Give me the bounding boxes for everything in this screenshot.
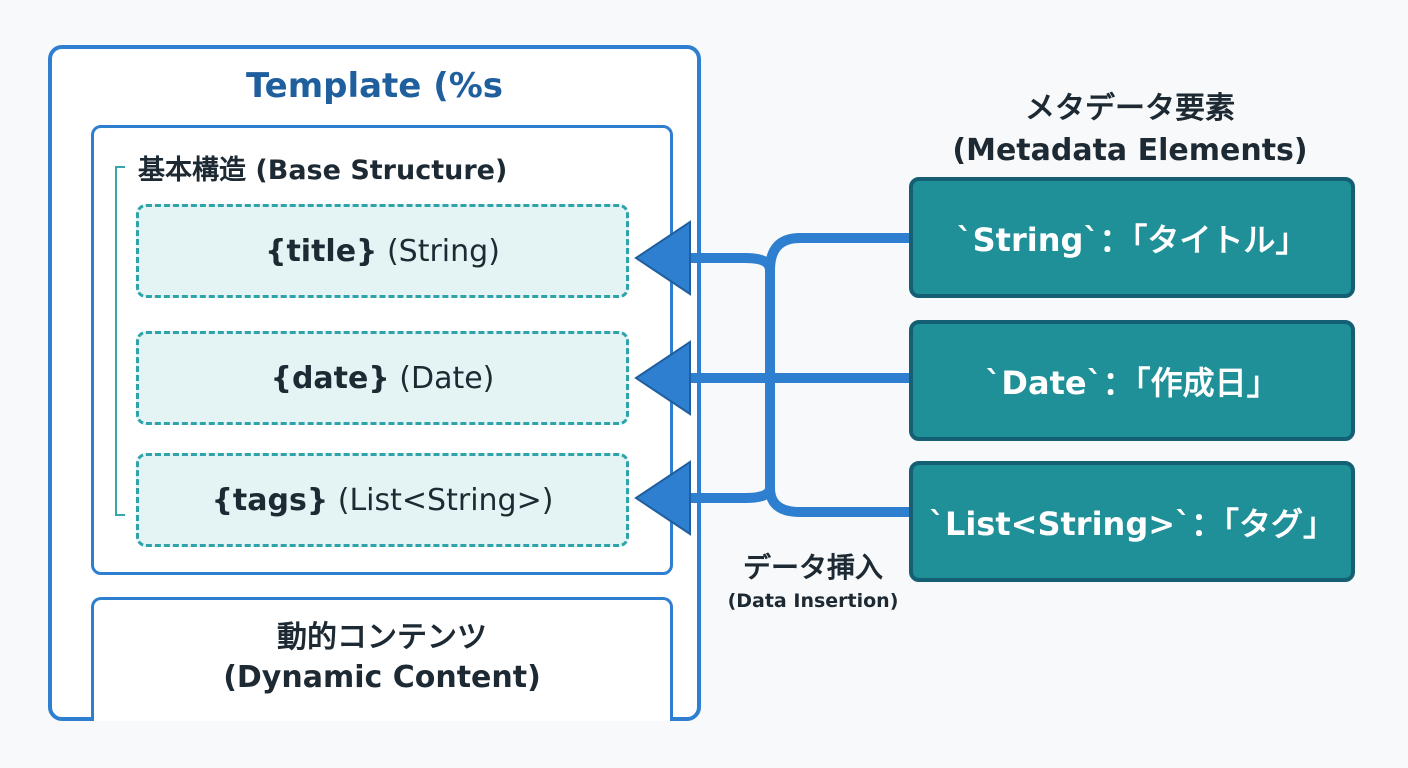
metadata-item-label: `String`：「タイトル」 — [956, 220, 1308, 259]
metadata-item-date: `Date`：「作成日」 — [909, 320, 1355, 441]
field-placeholder: {tags} — [211, 482, 329, 518]
dynamic-content-box — [91, 597, 673, 721]
field-placeholder: {title} — [265, 233, 378, 269]
field-date: {date} (Date) — [136, 331, 629, 425]
dynamic-content-label: 動的コンテンツ (Dynamic Content) — [91, 618, 673, 698]
metadata-heading: メタデータ要素 (Metadata Elements) — [930, 88, 1330, 172]
field-tags: {tags} (List<String>) — [136, 453, 629, 547]
metadata-heading-jp: メタデータ要素 — [1025, 91, 1235, 126]
metadata-heading-en: (Metadata Elements) — [952, 133, 1308, 168]
template-title: Template (%s — [245, 66, 504, 106]
arrowhead-title — [634, 220, 691, 296]
data-insertion-jp: データ挿入 — [742, 551, 883, 584]
dynamic-content-jp: 動的コンテンツ — [277, 620, 487, 655]
base-structure-bracket — [115, 166, 125, 516]
field-title: {title} (String) — [136, 204, 629, 298]
field-type: (String) — [386, 233, 500, 269]
metadata-item-list: `List<String>`：「タグ」 — [909, 461, 1355, 582]
metadata-item-string: `String`：「タイトル」 — [909, 177, 1355, 298]
data-insertion-en: (Data Insertion) — [727, 590, 899, 612]
field-placeholder: {date} — [270, 360, 390, 396]
arrow-connector-title — [688, 253, 775, 271]
field-type: (List<String>) — [337, 482, 554, 518]
arrowhead-tags — [634, 460, 691, 536]
metadata-item-label: `List<String>`：「タグ」 — [928, 504, 1336, 543]
data-insertion-label: データ挿入 (Data Insertion) — [718, 548, 908, 614]
base-structure-label: 基本構造 (Base Structure) — [138, 155, 508, 186]
arrow-connector-tags — [688, 487, 775, 503]
metadata-item-label: `Date`：「作成日」 — [985, 363, 1279, 402]
field-type: (Date) — [399, 360, 495, 396]
arrowhead-date — [634, 340, 691, 416]
dynamic-content-en: (Dynamic Content) — [223, 660, 541, 695]
